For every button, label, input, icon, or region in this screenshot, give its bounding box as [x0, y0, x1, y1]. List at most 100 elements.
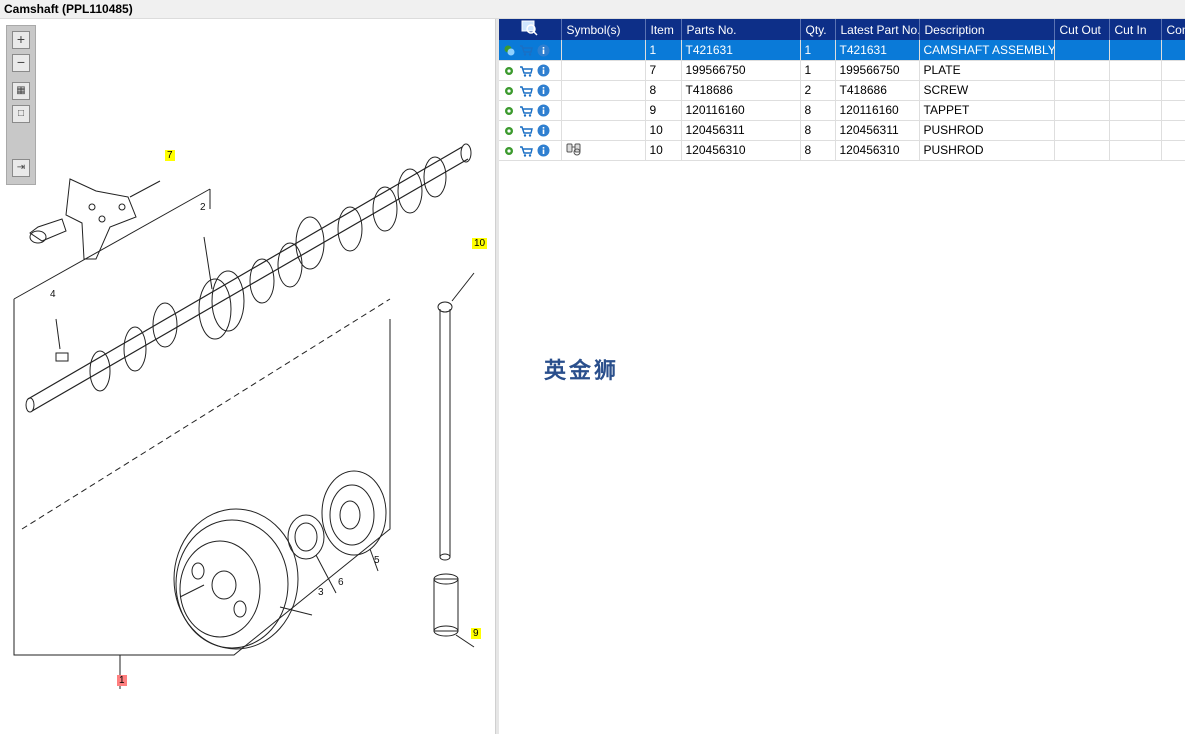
row-description: PUSHROD — [919, 120, 1055, 141]
gear-icon[interactable] — [503, 105, 515, 117]
info-icon[interactable] — [537, 124, 550, 137]
row-cut-in — [1109, 80, 1162, 101]
table-row[interactable]: 10 120456311 8 120456311 PUSHROD — [499, 120, 1185, 141]
row-qty: 8 — [800, 100, 836, 121]
row-cut-out — [1054, 140, 1110, 161]
gear-icon[interactable] — [503, 85, 515, 97]
info-icon[interactable] — [537, 84, 550, 97]
diagram-toolbar: + − ▦ □ ⇥ — [6, 25, 36, 185]
camshaft — [25, 143, 472, 413]
gear-icon[interactable] — [503, 65, 515, 77]
callout-plate[interactable]: 7 — [165, 150, 175, 161]
spacer-part — [287, 514, 325, 560]
row-qty: 8 — [800, 120, 836, 141]
row-comment — [1161, 60, 1185, 81]
part-number-4: 4 — [50, 289, 56, 300]
row-comment — [1161, 40, 1185, 61]
row-latest-part-no: 120456311 — [835, 120, 920, 141]
callout-pushrod[interactable]: 10 — [472, 238, 488, 249]
col-parts-no[interactable]: Parts No. — [681, 19, 801, 40]
col-qty[interactable]: Qty. — [800, 19, 836, 40]
row-qty: 8 — [800, 140, 836, 161]
cart-icon[interactable] — [519, 145, 533, 157]
info-icon[interactable] — [537, 144, 550, 157]
table-header: Symbol(s) Item Parts No. Qty. Latest Par… — [499, 19, 1185, 40]
assembly-icon[interactable] — [503, 44, 515, 56]
fit-window-icon[interactable]: □ — [12, 105, 30, 123]
callout-assembly[interactable]: 1 — [117, 675, 127, 686]
cart-icon[interactable] — [519, 44, 533, 57]
row-comment — [1161, 140, 1185, 161]
row-cut-out — [1054, 120, 1110, 141]
gear-part — [173, 508, 299, 650]
cart-icon[interactable] — [519, 105, 533, 117]
row-cut-in — [1109, 140, 1162, 161]
cart-icon[interactable] — [519, 125, 533, 137]
row-parts-no: 120116160 — [681, 100, 801, 121]
cart-icon[interactable] — [519, 85, 533, 97]
row-symbol — [561, 60, 646, 81]
row-actions — [499, 120, 562, 141]
row-qty: 1 — [800, 40, 836, 61]
row-parts-no: 120456310 — [681, 140, 801, 161]
col-cut-out[interactable]: Cut Out — [1054, 19, 1110, 40]
col-comment[interactable]: Comment — [1161, 19, 1185, 40]
row-symbol — [561, 140, 646, 161]
row-latest-part-no: 199566750 — [835, 60, 920, 81]
row-qty: 2 — [800, 80, 836, 101]
info-icon[interactable] — [537, 44, 550, 57]
table-row[interactable]: 8 T418686 2 T418686 SCREW — [499, 80, 1185, 101]
callout-tappet[interactable]: 9 — [471, 628, 481, 639]
fit-all-icon[interactable]: ▦ — [12, 82, 30, 100]
gear-icon[interactable] — [503, 145, 515, 157]
col-description[interactable]: Description — [919, 19, 1055, 40]
pane-splitter[interactable] — [496, 19, 499, 734]
col-latest-part-no[interactable]: Latest Part No. — [835, 19, 920, 40]
zoom-out-icon[interactable]: − — [12, 54, 30, 72]
table-row[interactable]: 7 199566750 1 199566750 PLATE — [499, 60, 1185, 81]
row-cut-out — [1054, 60, 1110, 81]
row-description: SCREW — [919, 80, 1055, 101]
row-parts-no: T418686 — [681, 80, 801, 101]
table-row[interactable]: 10 120456310 8 120456310 PUSHROD — [499, 140, 1185, 161]
row-item: 10 — [645, 120, 682, 141]
col-symbols[interactable]: Symbol(s) — [561, 19, 646, 40]
col-cut-in[interactable]: Cut In — [1109, 19, 1162, 40]
binoculars-icon[interactable] — [566, 142, 582, 156]
row-parts-no: 120456311 — [681, 120, 801, 141]
gear-icon[interactable] — [503, 125, 515, 137]
search-parts-icon[interactable] — [521, 20, 539, 36]
table-row[interactable]: 1 T421631 1 T421631 CAMSHAFT ASSEMBLY — [499, 40, 1185, 61]
row-latest-part-no: T421631 — [835, 40, 920, 61]
row-description: PUSHROD — [919, 140, 1055, 161]
row-cut-in — [1109, 100, 1162, 121]
row-cut-out — [1054, 100, 1110, 121]
row-description: CAMSHAFT ASSEMBLY — [919, 40, 1055, 61]
row-item: 9 — [645, 100, 682, 121]
row-latest-part-no: 120116160 — [835, 100, 920, 121]
col-item[interactable]: Item — [645, 19, 682, 40]
parts-table: Symbol(s) Item Parts No. Qty. Latest Par… — [499, 19, 1185, 161]
row-parts-no: 199566750 — [681, 60, 801, 81]
table-row[interactable]: 9 120116160 8 120116160 TAPPET — [499, 100, 1185, 121]
screw-part — [29, 218, 67, 242]
diagram-pane[interactable]: 7 10 9 1 2 4 3 6 5 + − ▦ □ ⇥ — [0, 19, 496, 734]
info-icon[interactable] — [537, 104, 550, 117]
zoom-in-icon[interactable]: + — [12, 31, 30, 49]
part-number-6: 6 — [338, 577, 344, 588]
row-cut-in — [1109, 120, 1162, 141]
row-symbol — [561, 80, 646, 101]
export-icon[interactable]: ⇥ — [12, 159, 30, 177]
row-actions — [499, 80, 562, 101]
info-icon[interactable] — [537, 64, 550, 77]
window-titlebar: Camshaft (PPL110485) — [0, 0, 1185, 19]
tappet-part — [433, 578, 459, 632]
row-actions — [499, 140, 562, 161]
cart-icon[interactable] — [519, 65, 533, 77]
exploded-diagram[interactable] — [0, 19, 496, 734]
row-description: TAPPET — [919, 100, 1055, 121]
row-cut-in — [1109, 40, 1162, 61]
search-column-header[interactable] — [499, 19, 562, 40]
row-item: 7 — [645, 60, 682, 81]
row-symbol — [561, 120, 646, 141]
